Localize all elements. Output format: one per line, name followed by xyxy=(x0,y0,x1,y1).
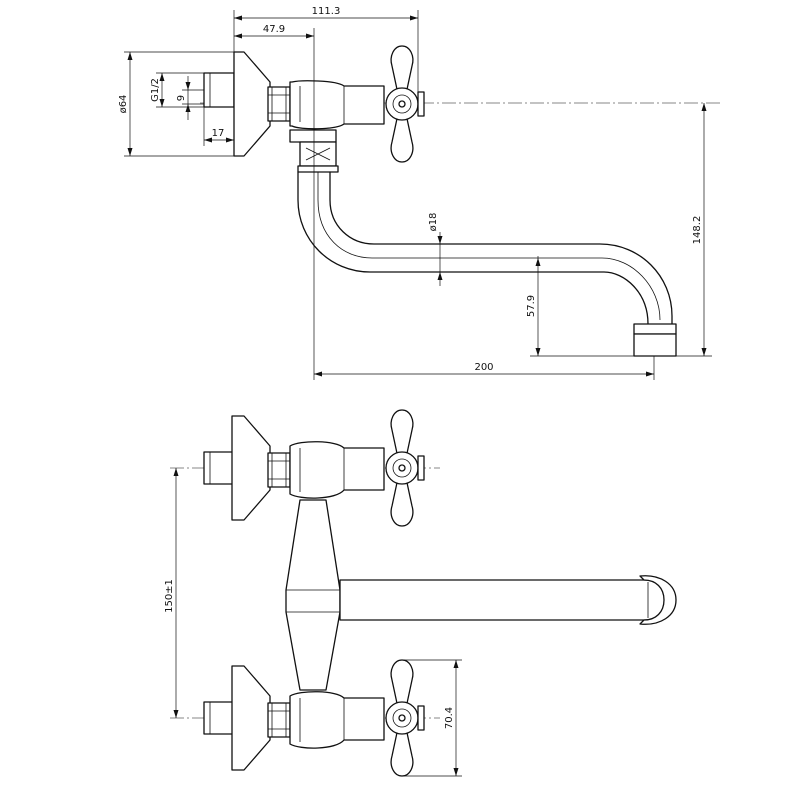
hex-nut xyxy=(267,86,291,122)
dimension-overall-depth: 111.3 xyxy=(312,6,341,17)
dimension-thread-length: 9 xyxy=(176,95,187,101)
front-view: 150±1 70.4 xyxy=(164,409,677,777)
cross-handle-side xyxy=(385,45,419,163)
spout-tube-inner xyxy=(329,171,673,325)
spout-front xyxy=(339,575,677,625)
dimension-tube-diameter: ø18 xyxy=(428,213,439,232)
dimension-handle-height: 70.4 xyxy=(444,707,455,729)
aerator xyxy=(633,323,677,357)
swivel-connector xyxy=(289,129,339,173)
dimension-handle-offset: 47.9 xyxy=(263,24,285,35)
dimension-spout-height: 148.2 xyxy=(692,216,703,245)
dimension-nipple-length: 17 xyxy=(212,128,225,139)
inlet-nipple xyxy=(203,72,235,108)
dimension-flange-diameter: ø64 xyxy=(118,95,129,114)
cross-handle-lower xyxy=(385,659,419,777)
spout-tube-outer xyxy=(297,171,649,331)
dimension-inlet-spacing: 150±1 xyxy=(164,579,175,613)
valve-body xyxy=(289,80,385,130)
lower-valve xyxy=(203,659,425,777)
dimension-outlet-clearance: 57.9 xyxy=(526,295,537,317)
cross-handle-upper xyxy=(385,409,419,527)
wall-flange xyxy=(233,51,271,157)
upper-valve xyxy=(203,409,425,527)
dimension-thread: G1/2 xyxy=(150,78,161,102)
handle-cap xyxy=(417,91,425,117)
dimension-spout-reach: 200 xyxy=(474,362,493,373)
side-view: 111.3 47.9 ø64 G1/2 9 17 xyxy=(118,6,720,380)
mixer-column xyxy=(285,499,341,691)
